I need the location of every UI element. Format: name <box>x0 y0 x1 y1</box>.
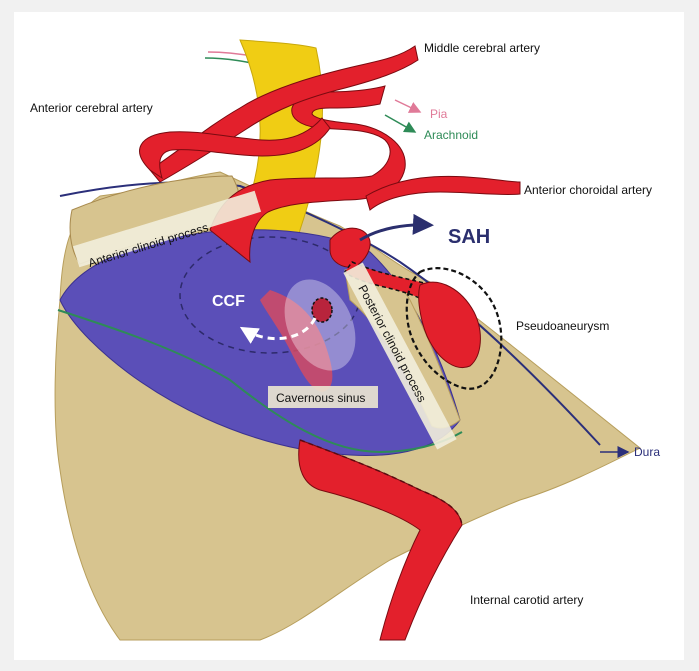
label-ccf: CCF <box>212 293 245 310</box>
pia-arrow-icon <box>395 100 420 112</box>
label-cavernous-sinus: Cavernous sinus <box>276 391 365 405</box>
label-arachnoid: Arachnoid <box>424 128 478 142</box>
label-internal-carotid-artery: Internal carotid artery <box>470 593 583 607</box>
label-dura: Dura <box>634 445 660 459</box>
label-pia: Pia <box>430 107 448 121</box>
arachnoid-arrow-icon <box>385 115 415 132</box>
label-pseudoaneurysm: Pseudoaneurysm <box>516 319 609 333</box>
label-sah: SAH <box>448 226 490 248</box>
label-anterior-cerebral-artery: Anterior cerebral artery <box>30 101 153 115</box>
sah-arrow-icon <box>360 225 428 240</box>
label-middle-cerebral-artery: Middle cerebral artery <box>424 41 540 55</box>
label-anterior-choroidal-artery: Anterior choroidal artery <box>524 183 652 197</box>
